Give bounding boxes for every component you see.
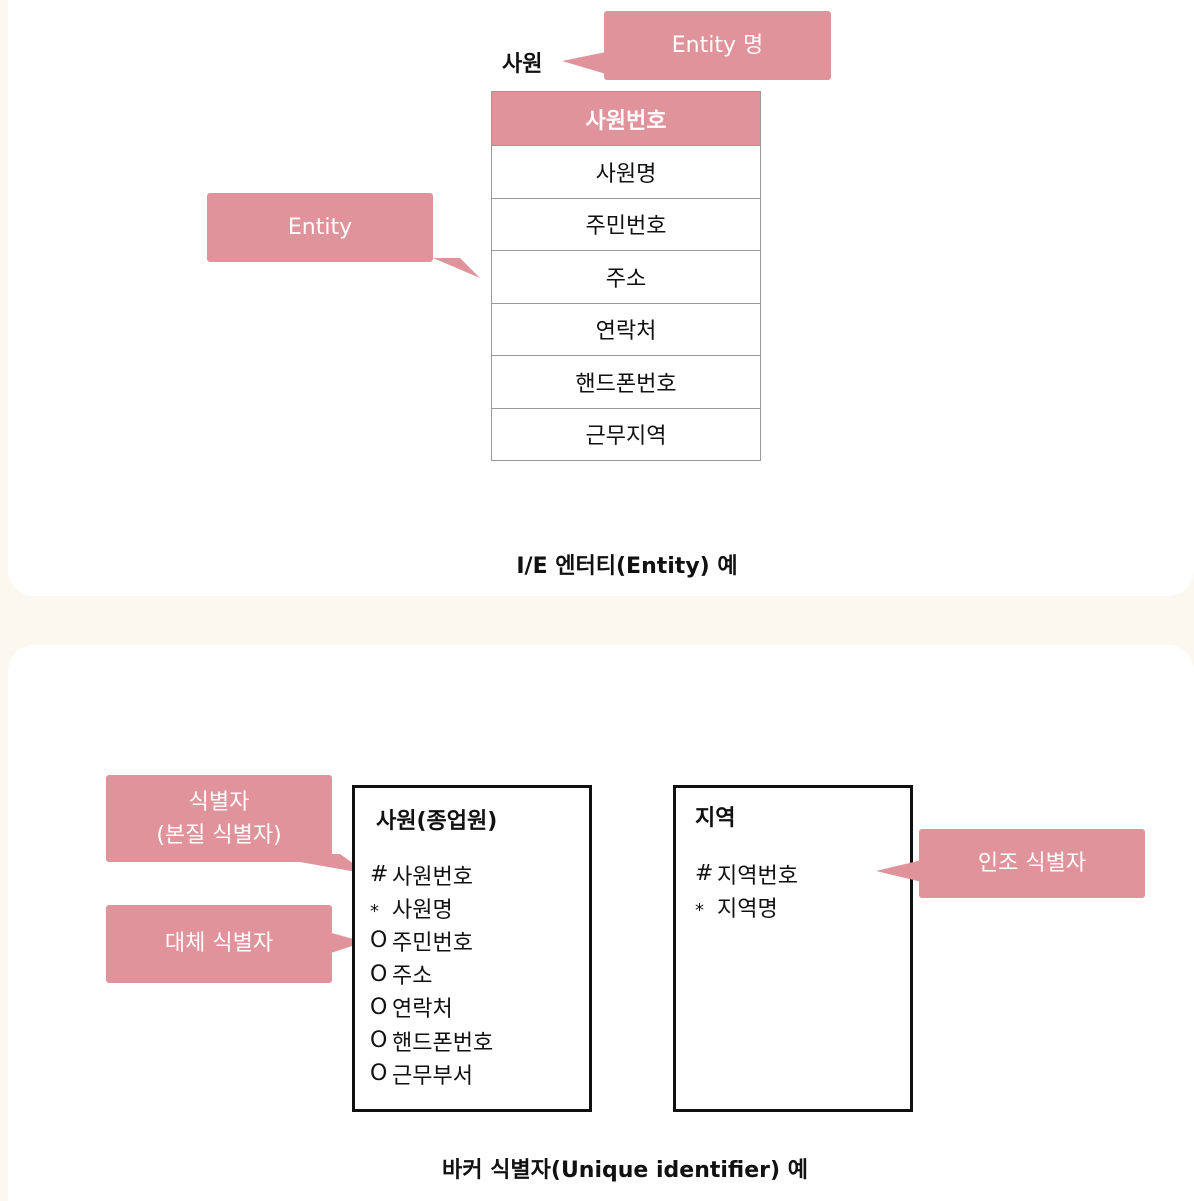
optional-mark: O — [370, 928, 388, 954]
ie-entity-header: 사원번호 — [492, 92, 760, 145]
optional-mark: O — [370, 1061, 388, 1087]
entity-callout-tail — [400, 258, 480, 278]
employee-entity-title: 사원(종업원) — [376, 809, 498, 834]
optional-mark: O — [370, 1028, 388, 1054]
region-entity-title: 지역 — [695, 806, 736, 831]
artificial-identifier-callout: 인조 식별자 — [919, 829, 1145, 898]
alternate-identifier-callout: 대체 식별자 — [106, 905, 332, 983]
entity-callout: Entity — [207, 193, 433, 262]
identifier-callout-line1: 식별자 — [188, 789, 250, 815]
attribute-name: 주소 — [392, 964, 433, 990]
artificial-callout-tail — [876, 860, 922, 882]
employee-entity-box — [352, 785, 592, 1112]
ie-attribute-row: 사원명 — [492, 145, 760, 198]
primary-identifier-mark: # — [695, 861, 714, 887]
ie-attribute-row: 주소 — [492, 250, 760, 303]
ie-attribute-row: 주민번호 — [492, 197, 760, 250]
identifier-callout: 식별자 (본질 식별자) — [106, 775, 332, 862]
attribute-name: 주민번호 — [392, 930, 473, 956]
attribute-item: * 사원명 — [370, 891, 493, 924]
ie-attribute-row: 근무지역 — [492, 407, 760, 460]
ie-entity-table: 사원번호 사원명 주민번호 주소 연락처 핸드폰번호 근무지역 — [491, 91, 761, 461]
attribute-item: #사원번호 — [370, 858, 493, 891]
region-entity-box — [673, 785, 913, 1112]
mandatory-mark: * — [695, 900, 704, 922]
ie-attribute-row: 핸드폰번호 — [492, 355, 760, 408]
attribute-name: 핸드폰번호 — [392, 1030, 494, 1056]
optional-mark: O — [370, 994, 388, 1020]
region-attribute-list: #지역번호 * 지역명 — [695, 857, 798, 923]
entity-name-callout-tail — [562, 52, 606, 74]
entity-name-callout: Entity 명 — [604, 11, 831, 80]
barker-diagram-caption: 바커 식별자(Unique identifier) 예 — [442, 1158, 808, 1183]
attribute-name: 지역번호 — [717, 863, 798, 889]
attribute-item: #지역번호 — [695, 857, 798, 890]
attribute-name: 사원번호 — [392, 864, 473, 890]
primary-identifier-mark: # — [370, 862, 389, 888]
entity-name-label: 사원 — [502, 52, 543, 77]
attribute-name: 근무부서 — [392, 1063, 473, 1089]
optional-mark: O — [370, 961, 388, 987]
mandatory-mark: * — [370, 901, 379, 923]
identifier-callout-line2: (본질 식별자) — [156, 822, 282, 848]
attribute-name: 연락처 — [392, 997, 453, 1023]
attribute-item: * 지역명 — [695, 890, 798, 923]
attribute-name: 지역명 — [717, 896, 778, 922]
attribute-name: 사원명 — [392, 897, 453, 923]
ie-diagram-caption: I/E 엔터티(Entity) 예 — [516, 554, 738, 579]
ie-attribute-row: 연락처 — [492, 302, 760, 355]
alternate-callout-tail — [328, 932, 364, 954]
